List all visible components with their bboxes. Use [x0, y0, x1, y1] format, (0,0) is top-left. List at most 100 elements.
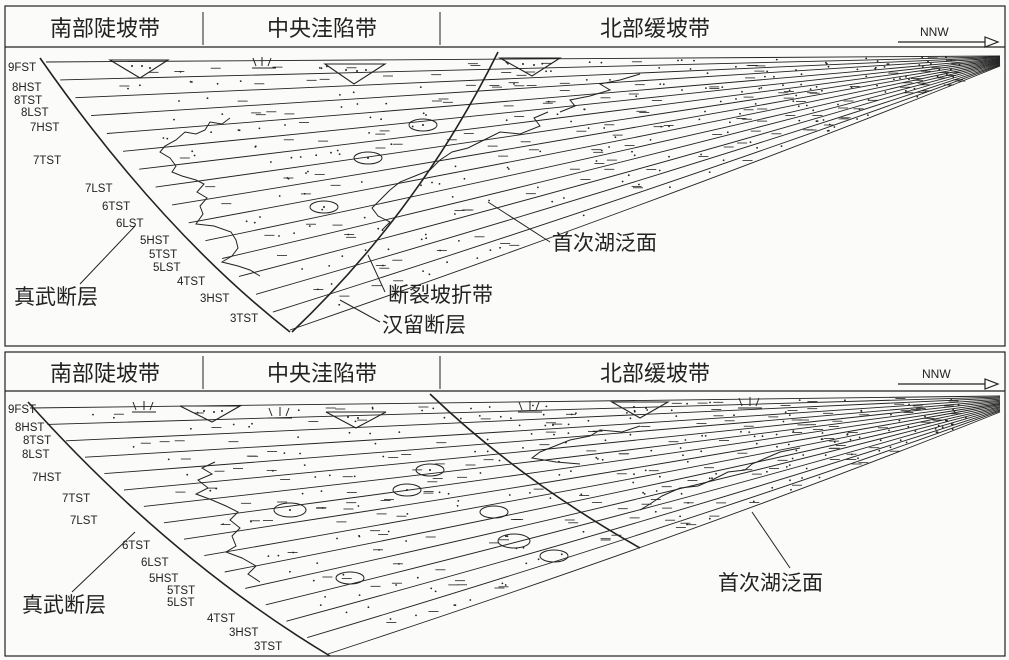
sand-dot: [583, 108, 586, 111]
sand-dot: [721, 86, 724, 88]
bottom-channel-lens-1: [179, 405, 243, 423]
sand-dot: [938, 68, 941, 71]
sand-dot: [693, 59, 695, 62]
sand-dot: [424, 233, 427, 236]
sand-dot: [825, 62, 828, 65]
sand-dot: [113, 416, 115, 419]
bottom-strata: [29, 395, 1001, 655]
sand-dot: [167, 458, 170, 461]
sand-dot: [865, 75, 868, 78]
sand-dot: [711, 477, 713, 479]
sand-dot: [289, 570, 291, 573]
sequence-label: 6LST: [141, 557, 169, 569]
sequence-label: 8LST: [21, 107, 49, 119]
sand-dot: [506, 166, 509, 169]
sand-dot: [709, 401, 711, 404]
sand-dot: [422, 112, 425, 115]
sand-dot: [421, 409, 423, 412]
sand-dot: [941, 426, 944, 429]
sand-dot: [580, 493, 583, 496]
bottom-channel-lens-2: [325, 411, 387, 429]
sand-dot: [821, 432, 824, 434]
sand-dot: [380, 118, 382, 121]
sand-dot: [846, 433, 849, 435]
top-zhenwu-fault-leader: [79, 225, 136, 285]
bottom-zhenwu-fault-line: [27, 401, 331, 657]
sand-dot: [191, 150, 194, 153]
sand-dot: [621, 180, 624, 183]
sand-dot: [320, 490, 323, 492]
bottom-channel-lens-3: [609, 401, 671, 419]
bottom-direction-label: NNW: [922, 367, 951, 381]
sand-dot: [405, 540, 407, 542]
sand-dot: [597, 458, 599, 460]
stratum-boundary: [47, 396, 1001, 425]
top-direction-label: NNW: [920, 25, 949, 39]
sand-dot: [833, 126, 836, 128]
sand-dot: [232, 423, 235, 426]
sand-dot: [318, 67, 321, 69]
sand-dot: [191, 81, 193, 83]
sand-dot: [766, 70, 768, 73]
sand-dot: [822, 119, 825, 121]
stratum-boundary: [272, 64, 1001, 313]
bottom-zone-south-steep-slope: 南部陡坡带: [50, 362, 160, 387]
sand-dot: [336, 149, 339, 152]
sand-dot: [259, 216, 261, 218]
sand-dot: [382, 455, 385, 458]
sand-dot: [934, 428, 937, 430]
top-strata: [45, 55, 1001, 331]
sand-dot: [789, 479, 791, 482]
sand-dot: [686, 402, 688, 405]
sand-dot: [539, 150, 542, 153]
sand-dot: [299, 452, 301, 455]
sequence-label: 7TST: [33, 155, 61, 167]
sand-dot: [284, 124, 286, 126]
sand-dot: [614, 136, 617, 139]
sequence-label: 7LST: [70, 515, 98, 527]
sand-dot: [600, 149, 603, 152]
top-channel-lens-1: [108, 59, 170, 79]
sand-dot: [874, 66, 877, 69]
sand-dot: [406, 513, 409, 515]
sand-dot: [916, 95, 919, 98]
sand-dot: [698, 118, 701, 121]
sand-dot: [705, 87, 707, 89]
sand-dot: [425, 114, 427, 116]
sand-dot: [818, 476, 821, 479]
sand-dot: [595, 456, 598, 459]
sand-dot: [860, 409, 863, 412]
sand-dot: [353, 475, 356, 478]
sand-dot: [782, 420, 785, 423]
sand-dot: [320, 67, 323, 70]
sand-dot: [425, 237, 428, 240]
top-zhenwu-fault-label: 真武断层: [14, 285, 98, 309]
sand-dot: [684, 439, 687, 441]
sand-dot: [341, 255, 344, 257]
sand-dot: [297, 436, 299, 438]
sand-dot: [499, 246, 501, 249]
bottom-marsh-symbol-icon-4: [738, 397, 762, 409]
top-facies-boundary-north: [371, 111, 549, 231]
bottom-marsh-symbol-icon-1: [132, 401, 156, 413]
sand-dot: [221, 113, 224, 115]
sand-dot: [486, 450, 489, 453]
sand-dot: [525, 562, 528, 565]
top-oval-lens-1: [408, 118, 438, 132]
sand-dot: [488, 406, 491, 408]
sand-dot: [506, 535, 509, 538]
sand-dot: [550, 70, 552, 72]
stratum-boundary: [172, 60, 1001, 206]
sequence-label: 4TST: [207, 613, 235, 625]
stratum-boundary: [123, 400, 1001, 491]
sand-dot: [463, 177, 466, 180]
sand-dot: [726, 131, 729, 134]
sand-dot: [434, 590, 437, 593]
sand-dot: [805, 104, 808, 107]
sand-dot: [729, 121, 731, 124]
stratum-boundary: [183, 404, 1001, 540]
sand-dot: [800, 73, 803, 76]
sand-dot: [675, 415, 678, 417]
sand-dot: [946, 419, 948, 422]
stratum-boundary: [106, 58, 1001, 134]
